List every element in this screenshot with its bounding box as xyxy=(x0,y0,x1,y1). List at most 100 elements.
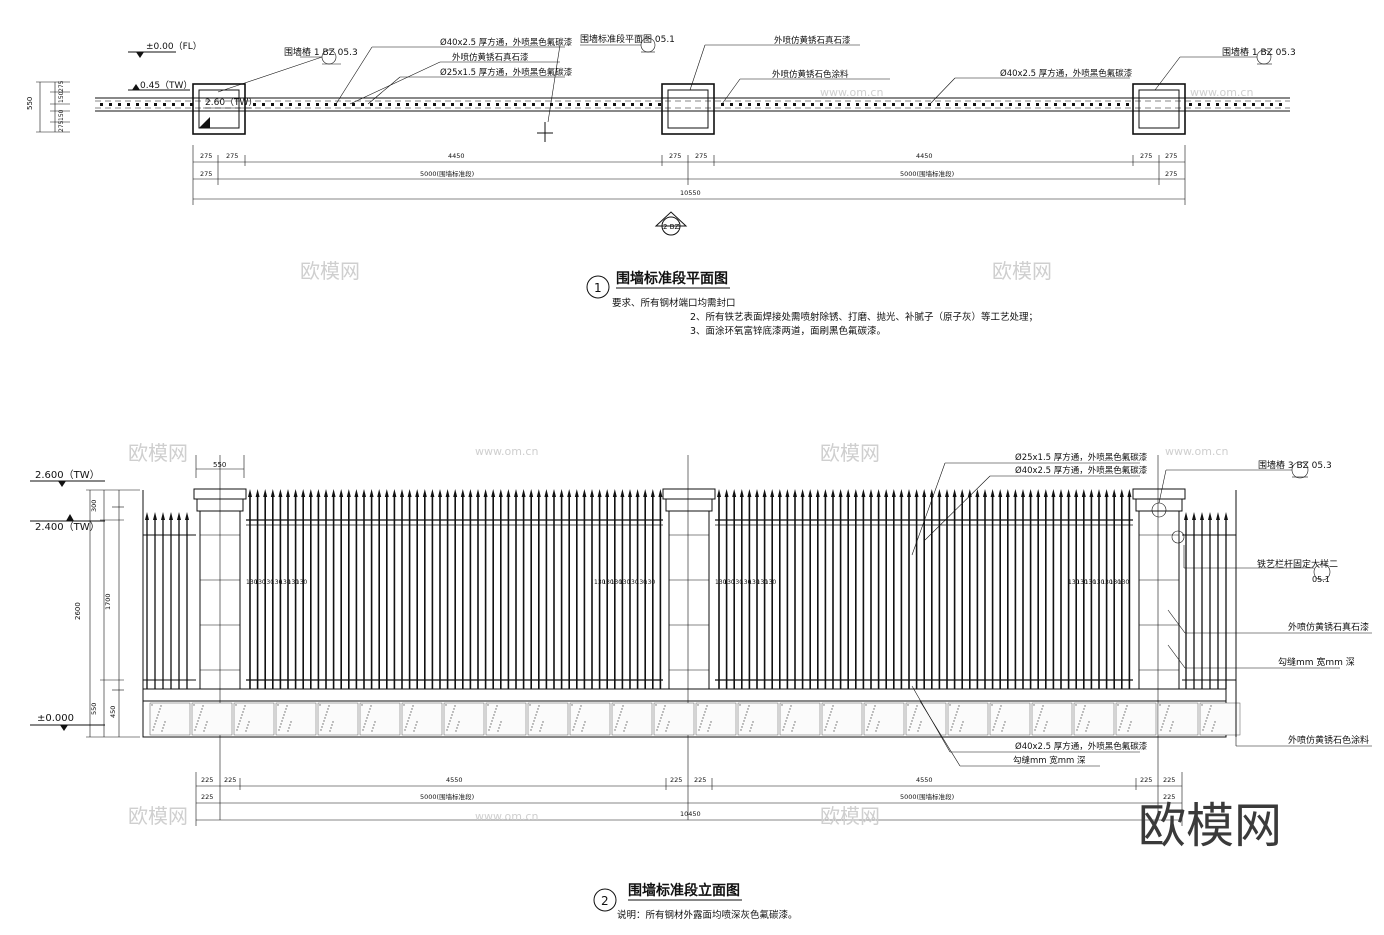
elev-left-dims: 2600 300 1700 550 450 xyxy=(74,489,140,738)
elev-level-2400-text: 2.400（TW） xyxy=(35,521,100,533)
stone-speck xyxy=(748,705,750,707)
elev-callout-6: 外喷仿黄锈石真石漆 xyxy=(1288,621,1369,633)
stone-speck xyxy=(1172,721,1174,723)
elev-e3: 5000(围墙标准段) xyxy=(900,792,954,801)
stone-speck xyxy=(1087,724,1089,726)
elev-callout-10: 勾缝mm 宽mm 深 xyxy=(1013,755,1086,766)
stone-speck xyxy=(578,711,580,713)
stone-speck xyxy=(1210,705,1212,707)
picket-spear xyxy=(506,489,511,497)
picket-spear xyxy=(1112,489,1117,497)
stone-speck xyxy=(825,726,827,728)
stone-speck xyxy=(161,730,163,732)
picket-spear xyxy=(658,489,663,497)
stone-block xyxy=(485,702,527,736)
stone-speck xyxy=(1077,726,1079,728)
plan-column-right xyxy=(1132,83,1186,135)
plan-picket xyxy=(316,103,319,106)
stone-speck xyxy=(1169,730,1171,732)
stone-speck xyxy=(823,704,825,706)
stone-block xyxy=(1073,702,1115,736)
picket-spear xyxy=(808,489,813,497)
stone-speck xyxy=(708,727,710,729)
stone-speck xyxy=(247,724,249,726)
stone-speck xyxy=(622,705,624,707)
stone-speck xyxy=(709,724,711,726)
plan-picket xyxy=(1198,103,1201,106)
plan-picket xyxy=(172,103,175,106)
plan-picket xyxy=(442,103,445,106)
stone-speck xyxy=(241,714,243,716)
stone-speck xyxy=(164,721,166,723)
stone-speck xyxy=(1160,729,1162,731)
plan-picket xyxy=(325,103,328,106)
stone-speck xyxy=(667,724,669,726)
elev-d7: 225 xyxy=(1140,776,1152,784)
plan-level-tw1-text: 0.45（TW） xyxy=(140,80,192,91)
plan-picket xyxy=(928,103,931,106)
stone-speck xyxy=(416,721,418,723)
elev-e1: 225 xyxy=(201,793,213,801)
stone-speck xyxy=(285,708,287,710)
stone-block xyxy=(947,702,989,736)
plan-picket xyxy=(586,103,589,106)
plan-dim-275b: 275 xyxy=(58,120,65,132)
stone-speck xyxy=(666,727,668,729)
stone-block xyxy=(1157,702,1199,736)
stone-block xyxy=(1031,702,1073,736)
picket-spacing-label: 130 xyxy=(263,579,275,586)
plan-picket xyxy=(469,103,472,106)
stone-speck xyxy=(579,708,581,710)
end-picket-spear xyxy=(1224,512,1228,520)
plan-picket xyxy=(856,103,859,106)
plan-picket xyxy=(532,103,535,106)
stone-speck xyxy=(581,730,583,732)
stone-speck xyxy=(613,704,615,706)
stone-speck xyxy=(877,724,879,726)
plan-dim-150a: 150 xyxy=(58,91,65,103)
stone-speck xyxy=(625,724,627,726)
stone-speck xyxy=(658,723,660,725)
stone-speck xyxy=(914,711,916,713)
stone-speck xyxy=(151,704,153,706)
picket-spear xyxy=(339,489,344,497)
stone-speck xyxy=(996,717,998,719)
elev-title-block: 2 围墙标准段立面图 说明：所有钢材外露面均喷深灰色氟碳漆。 xyxy=(593,882,798,921)
plan-picket xyxy=(298,103,301,106)
stone-speck xyxy=(1165,714,1167,716)
plan-picket xyxy=(874,103,877,106)
picket-spear xyxy=(891,489,896,497)
picket-spear xyxy=(960,489,965,497)
stone-speck xyxy=(1207,714,1209,716)
stone-speck xyxy=(826,723,828,725)
elev-d8: 225 xyxy=(1163,776,1175,784)
plan-picket xyxy=(262,103,265,106)
stone-speck xyxy=(618,717,620,719)
stone-speck xyxy=(874,705,876,707)
watermark-url-4: www.om.cn xyxy=(1190,86,1253,99)
stone-speck xyxy=(1040,711,1042,713)
plan-picket xyxy=(541,103,544,106)
stone-speck xyxy=(491,720,493,722)
stone-speck xyxy=(160,705,162,707)
stone-block xyxy=(275,702,317,736)
elev-dim-1700: 1700 xyxy=(104,593,112,610)
elev-number: 2 xyxy=(601,894,609,908)
plan-callout-1: 围墙樁 1 BZ 05.3 xyxy=(284,46,358,58)
stone-speck xyxy=(911,720,913,722)
stone-speck xyxy=(1129,724,1131,726)
plan-d6: 4450 xyxy=(916,152,933,160)
watermark-url-3: www.om.cn xyxy=(820,86,883,99)
stone-speck xyxy=(998,711,1000,713)
elev-callout-1: Ø25x1.5 厚方通，外喷黑色氟碳漆 xyxy=(1015,452,1148,463)
stone-speck xyxy=(374,721,376,723)
picket-spear xyxy=(263,489,268,497)
plan-picket xyxy=(136,103,139,106)
picket-spear xyxy=(800,489,805,497)
elev-level-2400: 2.400（TW） xyxy=(30,514,105,533)
stone-speck xyxy=(282,717,284,719)
stone-speck xyxy=(865,704,867,706)
stone-speck xyxy=(1208,711,1210,713)
plan-picket xyxy=(1234,103,1237,106)
plan-callout-9: 围墙樁 1 BZ 05.3 xyxy=(1222,46,1296,58)
